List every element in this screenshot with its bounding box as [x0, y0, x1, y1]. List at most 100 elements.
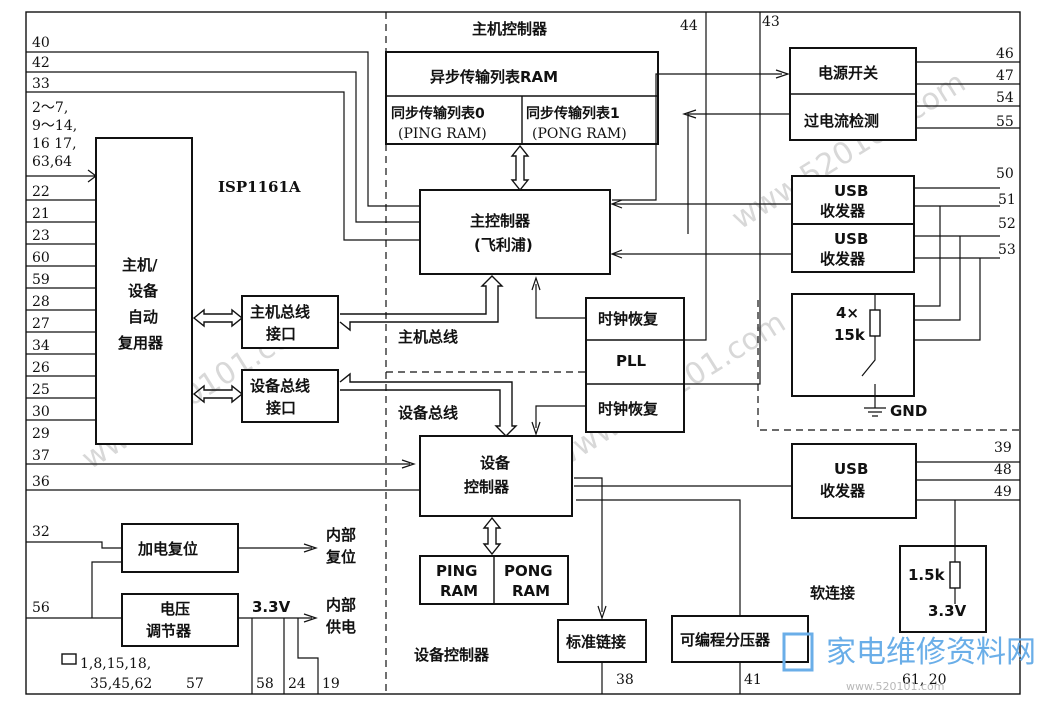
device-bus-path — [339, 372, 518, 437]
usb-transceiver-2 — [791, 223, 915, 273]
usb-device-line2: 收发器 — [820, 482, 866, 500]
pin-label: 22 — [32, 184, 50, 200]
pin-label: 39 — [994, 440, 1012, 456]
sync-list-ping-line1: 同步传输列表0 — [391, 105, 485, 122]
usb-transceiver-device — [791, 443, 917, 519]
brand-logo-url: www.520101.com — [846, 680, 944, 693]
brand-logo-text: 家电维修资料网 — [826, 635, 1036, 670]
pin-label: 19 — [322, 676, 340, 692]
host-controller-core — [419, 189, 611, 275]
standard-link-label: 标准链接 — [565, 633, 626, 651]
reset-out-arrow — [238, 543, 318, 553]
pin-label: 26 — [32, 360, 50, 376]
host-controller-core-sub: (飞利浦) — [474, 236, 533, 254]
device-bus-interface — [241, 369, 339, 423]
pin-label: 36 — [32, 474, 50, 490]
bottom-pin-wires — [576, 499, 741, 694]
list-ram-dividers — [386, 95, 658, 144]
host-to-usb-wires — [610, 199, 792, 259]
pin-label: 53 — [998, 242, 1016, 258]
pin-label: 37 — [32, 448, 50, 464]
pin-label: 35,45,62 — [90, 676, 152, 692]
usb-transceiver-2-line2: 收发器 — [820, 250, 866, 268]
v33-right-label: 3.3V — [928, 602, 967, 620]
regulator-line1: 电压 — [160, 600, 190, 618]
pong-ram-line1: PONG — [504, 562, 553, 580]
pin-label: 32 — [32, 524, 50, 540]
pin-label: 61, 20 — [902, 672, 947, 688]
soft-connect-label: 软连接 — [810, 584, 855, 602]
pin-label: 55 — [996, 114, 1014, 130]
pin-label: 56 — [32, 600, 50, 616]
soft-connect-block — [899, 545, 987, 633]
ground-symbol — [61, 653, 77, 665]
bottom-pin-labels: 1,8,15,18, 35,45,62 57 58 24 19 38 41 61… — [80, 656, 947, 692]
mux-line3: 自动 — [128, 308, 158, 326]
host-bus-iface-line1: 主机总线 — [250, 303, 310, 321]
usb-data-wires — [914, 187, 1000, 341]
pin-label: 21 — [32, 206, 50, 222]
clock-recovery-1: 时钟恢复 — [598, 310, 659, 328]
pin-label: 30 — [32, 404, 50, 420]
pin-label: 51 — [998, 192, 1016, 208]
prog-divider-label: 可编程分压器 — [680, 631, 771, 649]
sync-list-pong-line2: (PONG RAM) — [532, 126, 627, 142]
pin-label: 23 — [32, 228, 50, 244]
pin-label: 41 — [744, 672, 762, 688]
clock-pll-dividers — [586, 339, 684, 385]
device-ram-arrow — [482, 516, 502, 556]
pin-label: 29 — [32, 426, 50, 442]
pong-ram-line2: RAM — [512, 582, 550, 600]
pll-pin-wires — [684, 12, 761, 385]
gnd-label: GND — [890, 402, 927, 420]
clock-pll-block — [585, 297, 685, 433]
pin-label: 58 — [256, 676, 274, 692]
device-bus-iface-line2: 接口 — [266, 399, 296, 417]
regulator-line2: 调节器 — [146, 622, 192, 640]
pin-label: 46 — [996, 46, 1014, 62]
usb-device-line1: USB — [834, 460, 868, 478]
sync-list-pong-line1: 同步传输列表1 — [526, 105, 620, 122]
pin-label: 57 — [186, 676, 204, 692]
addr-bus-arrow — [26, 169, 97, 183]
host-section-title: 主机控制器 — [472, 20, 548, 38]
device-controller-core — [419, 435, 573, 517]
power-wires — [26, 541, 319, 694]
device-bus-iface-line1: 设备总线 — [250, 377, 310, 395]
switch-ground-wire — [861, 294, 886, 417]
async-list-ram: 异步传输列表RAM — [430, 68, 558, 86]
clock-to-device-wire — [531, 405, 586, 436]
pin-label: 40 — [32, 35, 50, 51]
internal-reset-line2: 复位 — [325, 548, 356, 566]
brand-logo: 家电维修资料网 www.520101.com — [782, 632, 1036, 693]
chip-name: ISP1161A — [218, 178, 301, 196]
pin-label: 34 — [32, 338, 50, 354]
device-controller-line2: 控制器 — [464, 478, 510, 496]
device-usb-wires — [574, 461, 1020, 501]
device-bus-label: 设备总线 — [398, 404, 458, 422]
pin-label: 9～14, — [32, 118, 77, 134]
outer-frame — [25, 11, 1021, 695]
pin-label: 24 — [288, 676, 306, 692]
v33-left-label: 3.3V — [252, 598, 291, 616]
device-control-wires — [26, 459, 420, 491]
power-switch-label: 电源开关 — [818, 64, 878, 82]
pin-label: 48 — [994, 462, 1012, 478]
pin-label: 59 — [32, 272, 50, 288]
device-to-stdlink-wire — [574, 477, 607, 620]
pin-label: 49 — [994, 484, 1012, 500]
power-pin-wires — [916, 61, 1020, 129]
host-to-power-wire — [612, 69, 790, 201]
mux-host-iface-arrow — [192, 308, 244, 328]
resistor-1k5-label: 1.5k — [908, 566, 946, 584]
internal-supply-line1: 内部 — [326, 596, 356, 614]
pin-label: 27 — [32, 316, 50, 332]
pin-label: 16 17, — [32, 136, 77, 152]
host-bus-interface — [241, 295, 339, 349]
pll-label: PLL — [616, 352, 647, 370]
resistor-4x-label: 4× — [836, 304, 859, 322]
overcurrent-label: 过电流检测 — [804, 112, 879, 130]
pin-label: 42 — [32, 55, 50, 71]
internal-reset-line1: 内部 — [326, 526, 356, 544]
